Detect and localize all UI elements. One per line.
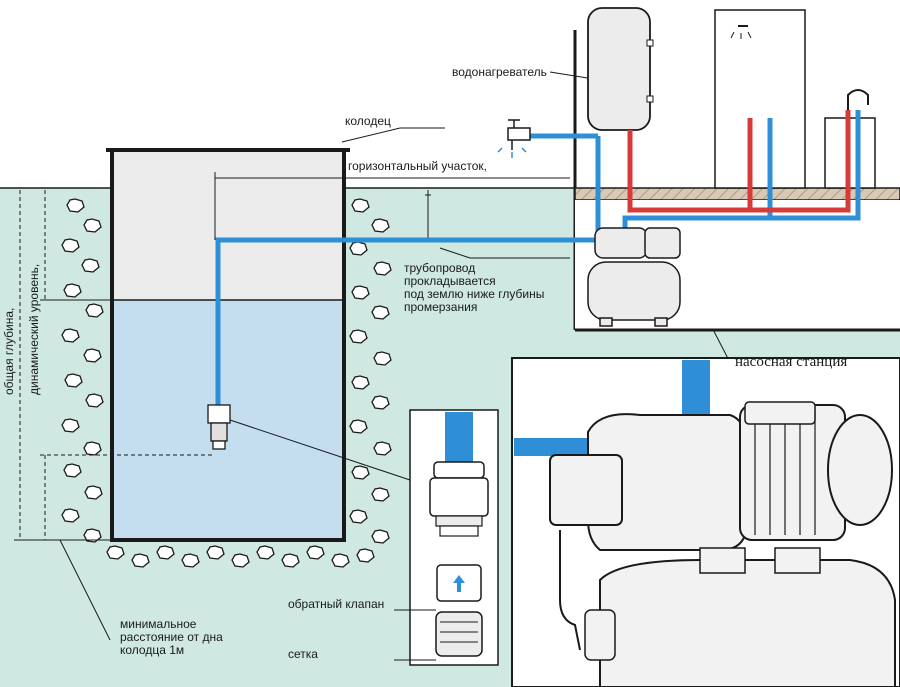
valve-detail-inset bbox=[394, 409, 499, 666]
pump-station-detail bbox=[511, 357, 900, 687]
shower-head bbox=[730, 25, 752, 39]
label-pipeline: трубопровод прокладывается под землю ниж… bbox=[404, 262, 544, 314]
label-pump-station: насосная станция bbox=[735, 354, 848, 370]
label-pipeline-line-3: под землю ниже глубины bbox=[404, 287, 545, 301]
water-heater bbox=[587, 7, 654, 131]
faucet-spout bbox=[847, 89, 869, 110]
label-pipeline-line-1: трубопровод bbox=[404, 261, 476, 275]
label-total-depth: общая глубина, bbox=[2, 307, 16, 395]
well-shaft bbox=[106, 148, 350, 542]
label-min-distance: минимальное расстояние от дна колодца 1м bbox=[120, 618, 223, 657]
suction-fitting bbox=[207, 404, 231, 450]
label-water-heater: водонагреватель bbox=[452, 65, 547, 79]
label-pipeline-line-4: промерзания bbox=[404, 300, 478, 314]
label-dynamic-level: динамический уровень, bbox=[27, 263, 41, 395]
label-pipeline-line-2: прокладывается bbox=[404, 274, 496, 288]
label-horizontal-section: горизонтальный участок, bbox=[348, 159, 487, 173]
label-check-valve: обратный клапан bbox=[288, 597, 385, 611]
label-well: колодец bbox=[345, 114, 391, 128]
label-strainer: сетка bbox=[288, 647, 318, 661]
outdoor-tap-icon bbox=[497, 119, 531, 158]
pump-station-small bbox=[587, 227, 681, 327]
label-min-distance-line-2: расстояние от дна bbox=[120, 630, 223, 644]
label-min-distance-line-1: минимальное bbox=[120, 617, 197, 631]
hot-water-pipes bbox=[627, 110, 851, 213]
label-min-distance-line-3: колодца 1м bbox=[120, 643, 185, 657]
